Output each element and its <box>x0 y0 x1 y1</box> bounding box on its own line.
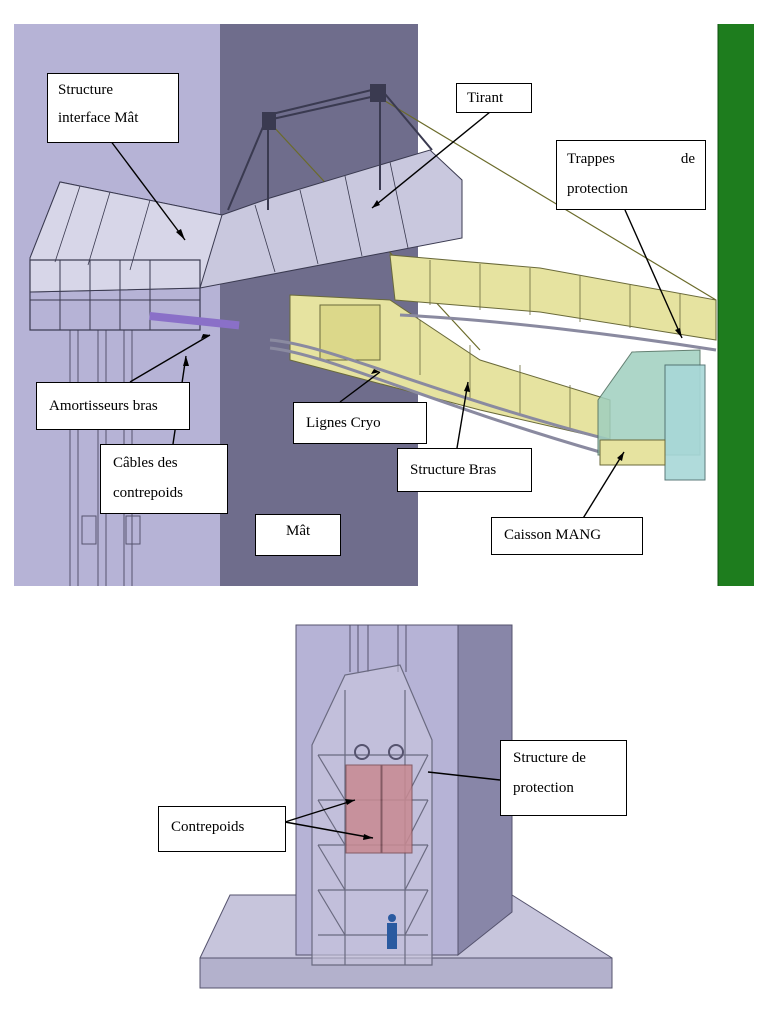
label-lignes-cryo: Lignes Cryo <box>293 402 427 444</box>
label-structure-interface-mat: Structure interface Mât <box>47 73 179 143</box>
green-tower <box>718 24 754 586</box>
label-line: contrepoids <box>113 485 183 501</box>
label-line: Structure de <box>513 750 586 766</box>
counterweights <box>345 744 413 854</box>
label-caisson-mang: Caisson MANG <box>491 517 643 555</box>
label-contrepoids: Contrepoids <box>158 806 286 852</box>
label-line: interface Mât <box>58 110 139 126</box>
label-trappes-protection: Trappes de protection <box>556 140 706 210</box>
label-line: protection <box>513 780 574 796</box>
label-line: Câbles des <box>113 455 178 471</box>
label-line: Structure <box>58 82 113 98</box>
arm-structure <box>269 254 717 454</box>
mang-box <box>597 349 706 481</box>
label-line: protection <box>567 181 628 197</box>
label-structure-bras: Structure Bras <box>397 448 532 492</box>
label-tirant: Tirant <box>456 83 532 113</box>
label-mat: Mât <box>255 514 341 556</box>
bottom-mast-side <box>457 624 513 957</box>
arrow-heads <box>176 200 682 840</box>
top-figure <box>14 24 754 586</box>
label-line: Trappes de <box>567 151 695 167</box>
arm-dampers <box>149 311 240 330</box>
interface-structure <box>29 84 463 331</box>
label-cables-contrepoids: Câbles des contrepoids <box>100 444 228 514</box>
person-figure <box>387 914 397 949</box>
label-amortisseurs-bras: Amortisseurs bras <box>36 382 190 430</box>
bottom-figure <box>199 624 613 989</box>
counterweight-cables <box>69 330 141 586</box>
label-structure-protection: Structure de protection <box>500 740 627 816</box>
